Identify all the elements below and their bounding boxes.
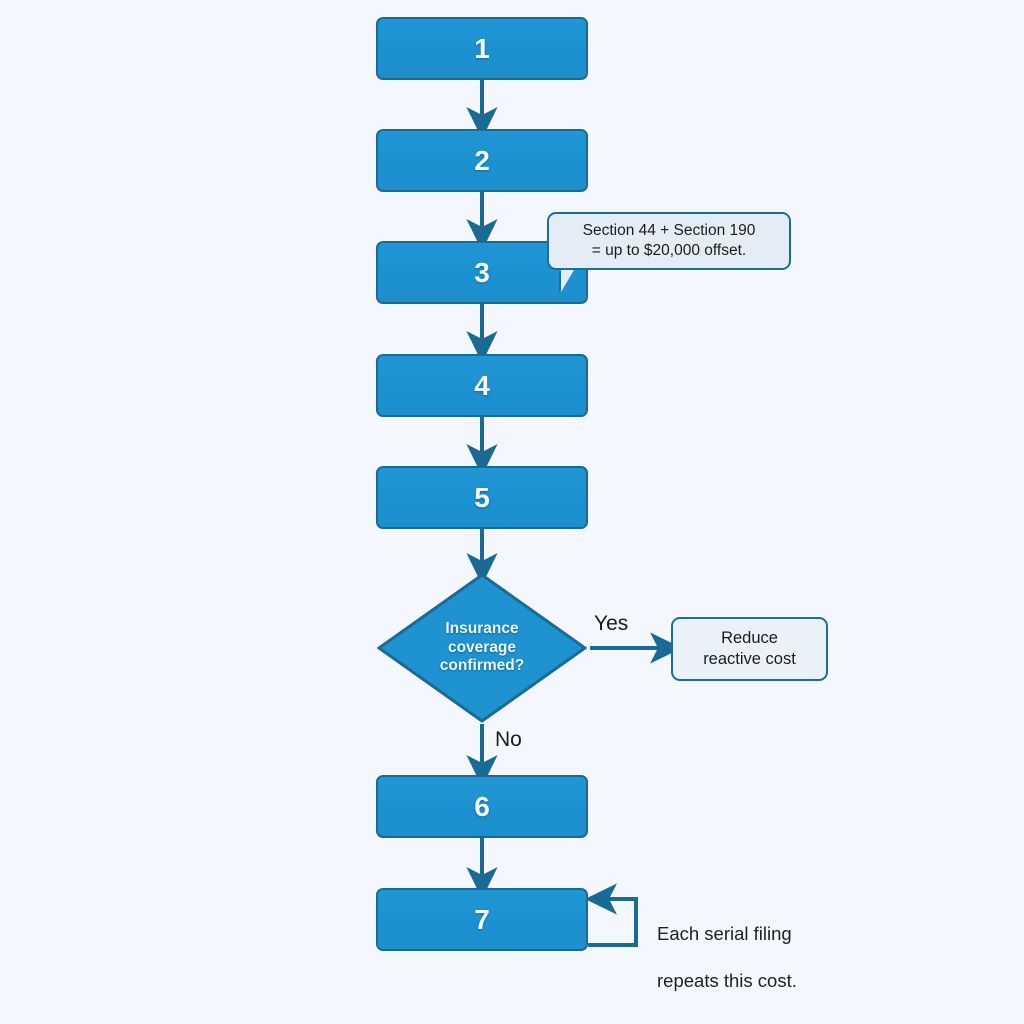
node-3-label: 3	[474, 256, 490, 288]
callout-line-1: Section 44 + Section 190	[582, 221, 756, 239]
edge-7-self-loop	[585, 883, 638, 947]
callout-section-offset: Section 44 + Section 190 = up to $20,000…	[547, 212, 791, 292]
loop-note: Each serial filing repeats this cost.	[657, 898, 797, 993]
decision-diamond-shape	[376, 573, 588, 723]
loop-note-line-2: repeats this cost.	[657, 970, 797, 992]
decision-label: Insurance coverage confirmed?	[377, 573, 587, 723]
loop-note-line-1: Each serial filing	[657, 922, 792, 944]
process-node-6[interactable]: 6	[376, 775, 588, 838]
node-1-label: 1	[474, 32, 490, 64]
edge-label-no: No	[495, 728, 522, 751]
decision-label-line-2: coverage	[447, 638, 517, 656]
node-7-label: 7	[474, 903, 490, 935]
outcome-label-line-2: reactive cost	[703, 650, 796, 668]
node-6-label: 6	[474, 790, 490, 822]
decision-node[interactable]: Insurance coverage confirmed?	[376, 573, 588, 723]
decision-label-line-3: confirmed?	[439, 657, 525, 675]
outcome-node-reduce-reactive-cost[interactable]: Reduce reactive cost	[671, 617, 828, 681]
callout-line-2: = up to $20,000 offset.	[591, 242, 747, 259]
process-node-5[interactable]: 5	[376, 466, 588, 529]
node-2-label: 2	[474, 144, 490, 176]
process-node-2[interactable]: 2	[376, 129, 588, 192]
process-node-1[interactable]: 1	[376, 17, 588, 80]
process-node-7[interactable]: 7	[376, 888, 588, 951]
edge-label-yes: Yes	[594, 612, 629, 635]
node-5-label: 5	[474, 481, 490, 513]
outcome-label-line-1: Reduce	[721, 629, 778, 648]
decision-label-line-1: Insurance	[445, 619, 519, 637]
process-node-4[interactable]: 4	[376, 354, 588, 417]
node-4-label: 4	[474, 369, 490, 401]
callout-tail	[561, 270, 574, 292]
